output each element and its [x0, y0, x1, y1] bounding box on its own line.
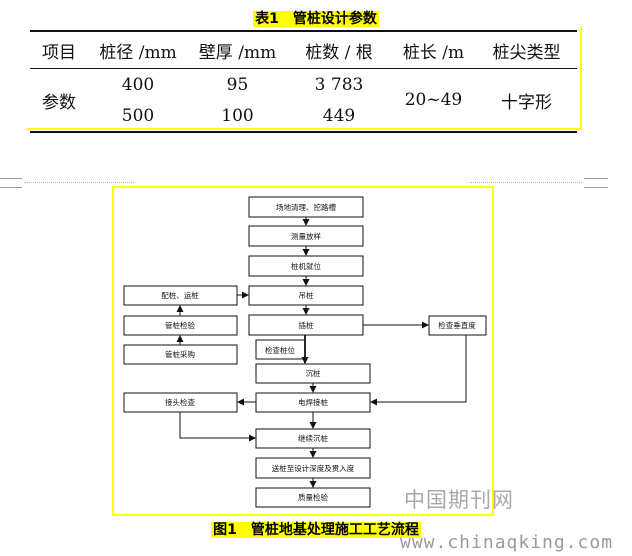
table-row: 参数 400 95 3 783 20~49 十字形 [30, 68, 577, 133]
watermark-url: www.chinaqking.com [400, 532, 614, 553]
svg-text:管桩检验: 管桩检验 [165, 320, 195, 330]
header-cell: 桩径 /mm [88, 30, 188, 69]
flow-step-drive-to-depth: 送桩至设计深度及贯入度 [255, 457, 371, 479]
table-cell: 95 [226, 74, 249, 95]
flow-connectors [176, 217, 467, 488]
header-cell: 桩尖类型 [476, 30, 577, 69]
table-row: 500 100 449 [30, 100, 577, 133]
section-break-line [24, 182, 134, 183]
flow-step-site-clearing: 场地清理、挖路槽 [248, 196, 364, 218]
header-cell: 桩数 / 根 [287, 30, 391, 69]
svg-text:接头检查: 接头检查 [165, 397, 195, 407]
table-cell: 449 [287, 100, 391, 133]
flow-step-weld-joint: 电焊接桩 [255, 392, 371, 413]
section-break-marker-left [0, 178, 22, 188]
table-cell: 500 [88, 100, 188, 133]
header-cell: 项目 [30, 30, 88, 69]
flow-step-rig-position: 桩机就位 [248, 255, 364, 277]
watermark-chinese: 中国期刊网 [404, 488, 514, 512]
header-cell: 桩长 /m [391, 30, 476, 69]
flow-step-sink-pile: 沉桩 [255, 363, 371, 384]
table-cell: 400 [121, 74, 155, 95]
table-title: 表1 管桩设计参数 [253, 11, 379, 27]
svg-text:检查桩位: 检查桩位 [265, 345, 295, 355]
flow-step-check-verticality: 检查垂直度 [428, 315, 487, 336]
svg-text:送桩至设计深度及贯入度: 送桩至设计深度及贯入度 [272, 463, 355, 473]
flow-step-check-position: 检查桩位 [255, 339, 306, 360]
figure-caption: 图1 管桩地基处理施工工艺流程 [211, 522, 421, 538]
table-cell: 100 [188, 100, 287, 133]
tip-type-cell: 十字形 [476, 68, 577, 133]
header-cell: 壁厚 /mm [188, 30, 287, 69]
flow-step-insert-pile: 插桩 [248, 314, 364, 336]
flow-step-lift-pile: 吊桩 [248, 285, 364, 306]
section-break-marker-right [584, 178, 608, 188]
svg-text:沉桩: 沉桩 [306, 368, 321, 378]
section-break-line [470, 182, 582, 183]
flow-step-pile-inspection: 管桩检验 [123, 315, 238, 336]
row-label: 参数 [30, 68, 88, 133]
table-cell: 3 783 [314, 74, 364, 95]
svg-text:管桩采购: 管桩采购 [165, 349, 195, 359]
parameter-table: 项目 桩径 /mm 壁厚 /mm 桩数 / 根 桩长 /m 桩尖类型 参数 40… [30, 30, 577, 133]
svg-text:插桩: 插桩 [299, 320, 314, 330]
flow-step-continue-sinking: 继续沉桩 [255, 428, 371, 449]
svg-text:检查垂直度: 检查垂直度 [438, 320, 476, 330]
pile-length-cell: 20~49 [391, 68, 476, 133]
flow-step-joint-check: 接头检查 [123, 392, 238, 413]
flowchart-highlight-frame [112, 186, 494, 516]
svg-text:继续沉桩: 继续沉桩 [298, 433, 328, 443]
flow-step-pile-purchase: 管桩采购 [123, 344, 238, 365]
svg-text:配桩、运桩: 配桩、运桩 [161, 290, 199, 300]
svg-text:场地清理、挖路槽: 场地清理、挖路槽 [276, 202, 336, 212]
svg-text:吊桩: 吊桩 [299, 290, 314, 300]
svg-text:测量放样: 测量放样 [291, 231, 321, 241]
table-header-row: 项目 桩径 /mm 壁厚 /mm 桩数 / 根 桩长 /m 桩尖类型 [30, 30, 577, 69]
svg-text:电焊接桩: 电焊接桩 [298, 397, 328, 407]
flow-step-match-transport: 配桩、运桩 [123, 285, 238, 306]
flow-step-quality-inspection: 质量检验 [255, 487, 371, 508]
flow-step-survey: 测量放样 [248, 225, 364, 247]
svg-text:桩机就位: 桩机就位 [291, 261, 321, 271]
svg-text:质量检验: 质量检验 [298, 492, 328, 502]
